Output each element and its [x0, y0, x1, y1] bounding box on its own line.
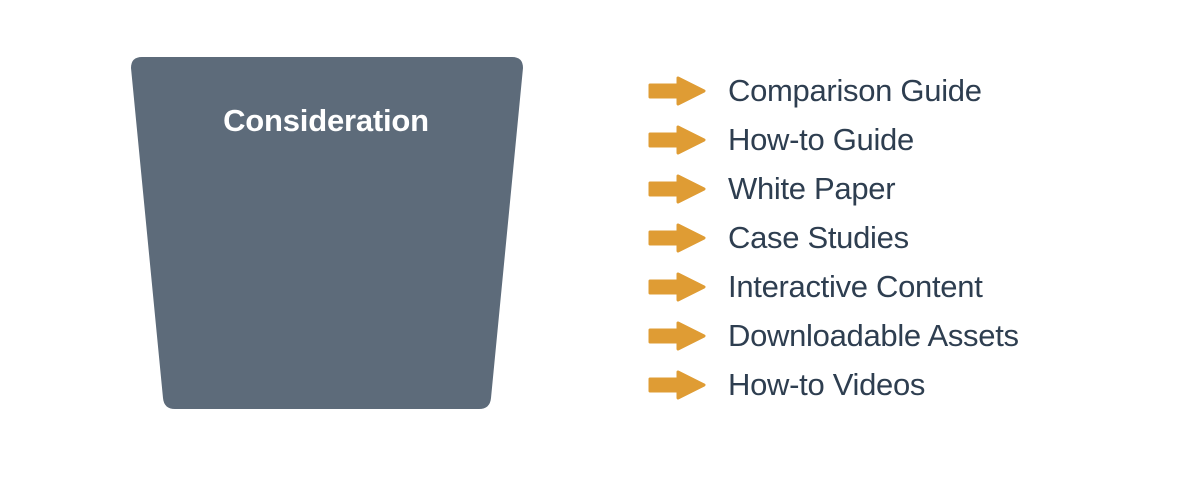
funnel-trapezoid-shape	[131, 57, 523, 409]
list-item-label: Comparison Guide	[728, 73, 982, 108]
list-item-label: How-to Videos	[728, 367, 926, 402]
list-item[interactable]: Interactive Content	[648, 262, 1168, 311]
arrow-right-icon	[648, 76, 706, 106]
arrow-right-icon	[648, 370, 706, 400]
list-item[interactable]: How-to Guide	[648, 115, 1168, 164]
list-item-label: Downloadable Assets	[728, 318, 1019, 353]
arrow-right-icon	[648, 223, 706, 253]
list-item[interactable]: White Paper	[648, 164, 1168, 213]
list-item[interactable]: Downloadable Assets	[648, 311, 1168, 360]
list-item-label: White Paper	[728, 171, 896, 206]
funnel-stage-label: Consideration	[223, 103, 429, 138]
list-item-label: Case Studies	[728, 220, 909, 255]
content-type-list: Comparison Guide How-to Guide White Pape…	[648, 66, 1168, 409]
list-item[interactable]: Comparison Guide	[648, 66, 1168, 115]
list-item-label: Interactive Content	[728, 269, 983, 304]
list-item[interactable]: How-to Videos	[648, 360, 1168, 409]
arrow-right-icon	[648, 125, 706, 155]
arrow-right-icon	[648, 174, 706, 204]
list-item-label: How-to Guide	[728, 122, 914, 157]
list-item[interactable]: Case Studies	[648, 213, 1168, 262]
arrow-right-icon	[648, 321, 706, 351]
arrow-right-icon	[648, 272, 706, 302]
funnel-stage-consideration: Consideration	[120, 50, 532, 420]
